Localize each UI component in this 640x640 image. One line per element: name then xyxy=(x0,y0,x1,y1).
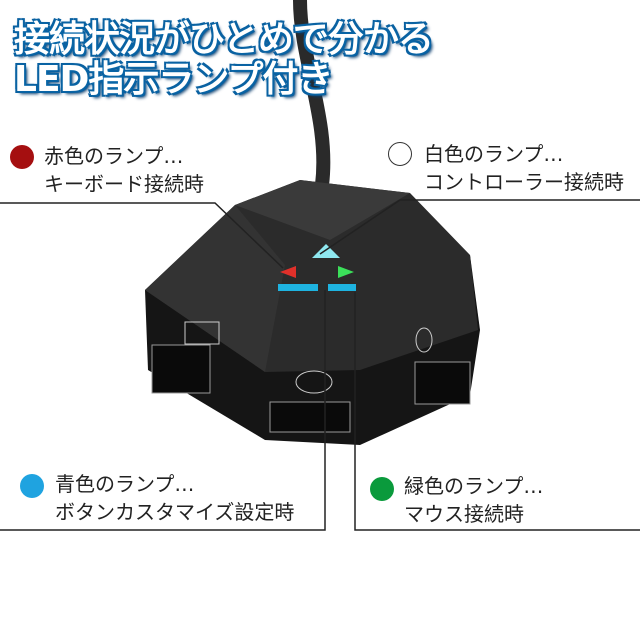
red-lamp-dot xyxy=(10,145,34,169)
green-led xyxy=(338,266,354,278)
red-led xyxy=(280,266,296,278)
green-lamp-dot xyxy=(370,477,394,501)
blue-lamp-callout: 青色のランプ…ボタンカスタマイズ設定時 xyxy=(55,472,295,524)
usb-port-right xyxy=(414,361,471,405)
usb-port-center xyxy=(269,401,351,433)
white-lamp-dot xyxy=(388,142,412,166)
white-lamp-callout: 白色のランプ…コントローラー接続時 xyxy=(424,142,624,194)
red-lamp-callout: 赤色のランプ…キーボード接続時 xyxy=(44,144,204,196)
mouse-icon xyxy=(415,327,433,353)
gamepad-icon xyxy=(295,370,333,394)
white-led xyxy=(312,244,340,258)
keyboard-icon xyxy=(184,321,220,345)
green-lamp-callout: 緑色のランプ…マウス接続時 xyxy=(404,474,544,526)
headline-line2: LED指示ランプ付き xyxy=(14,59,333,100)
blue-led-left xyxy=(278,284,318,291)
blue-lamp-dot xyxy=(20,474,44,498)
usb-port-left xyxy=(151,344,211,394)
cable xyxy=(293,0,331,186)
blue-led-right xyxy=(328,284,356,291)
headline-line1: 接続状況がひとめで分かる xyxy=(14,19,434,60)
